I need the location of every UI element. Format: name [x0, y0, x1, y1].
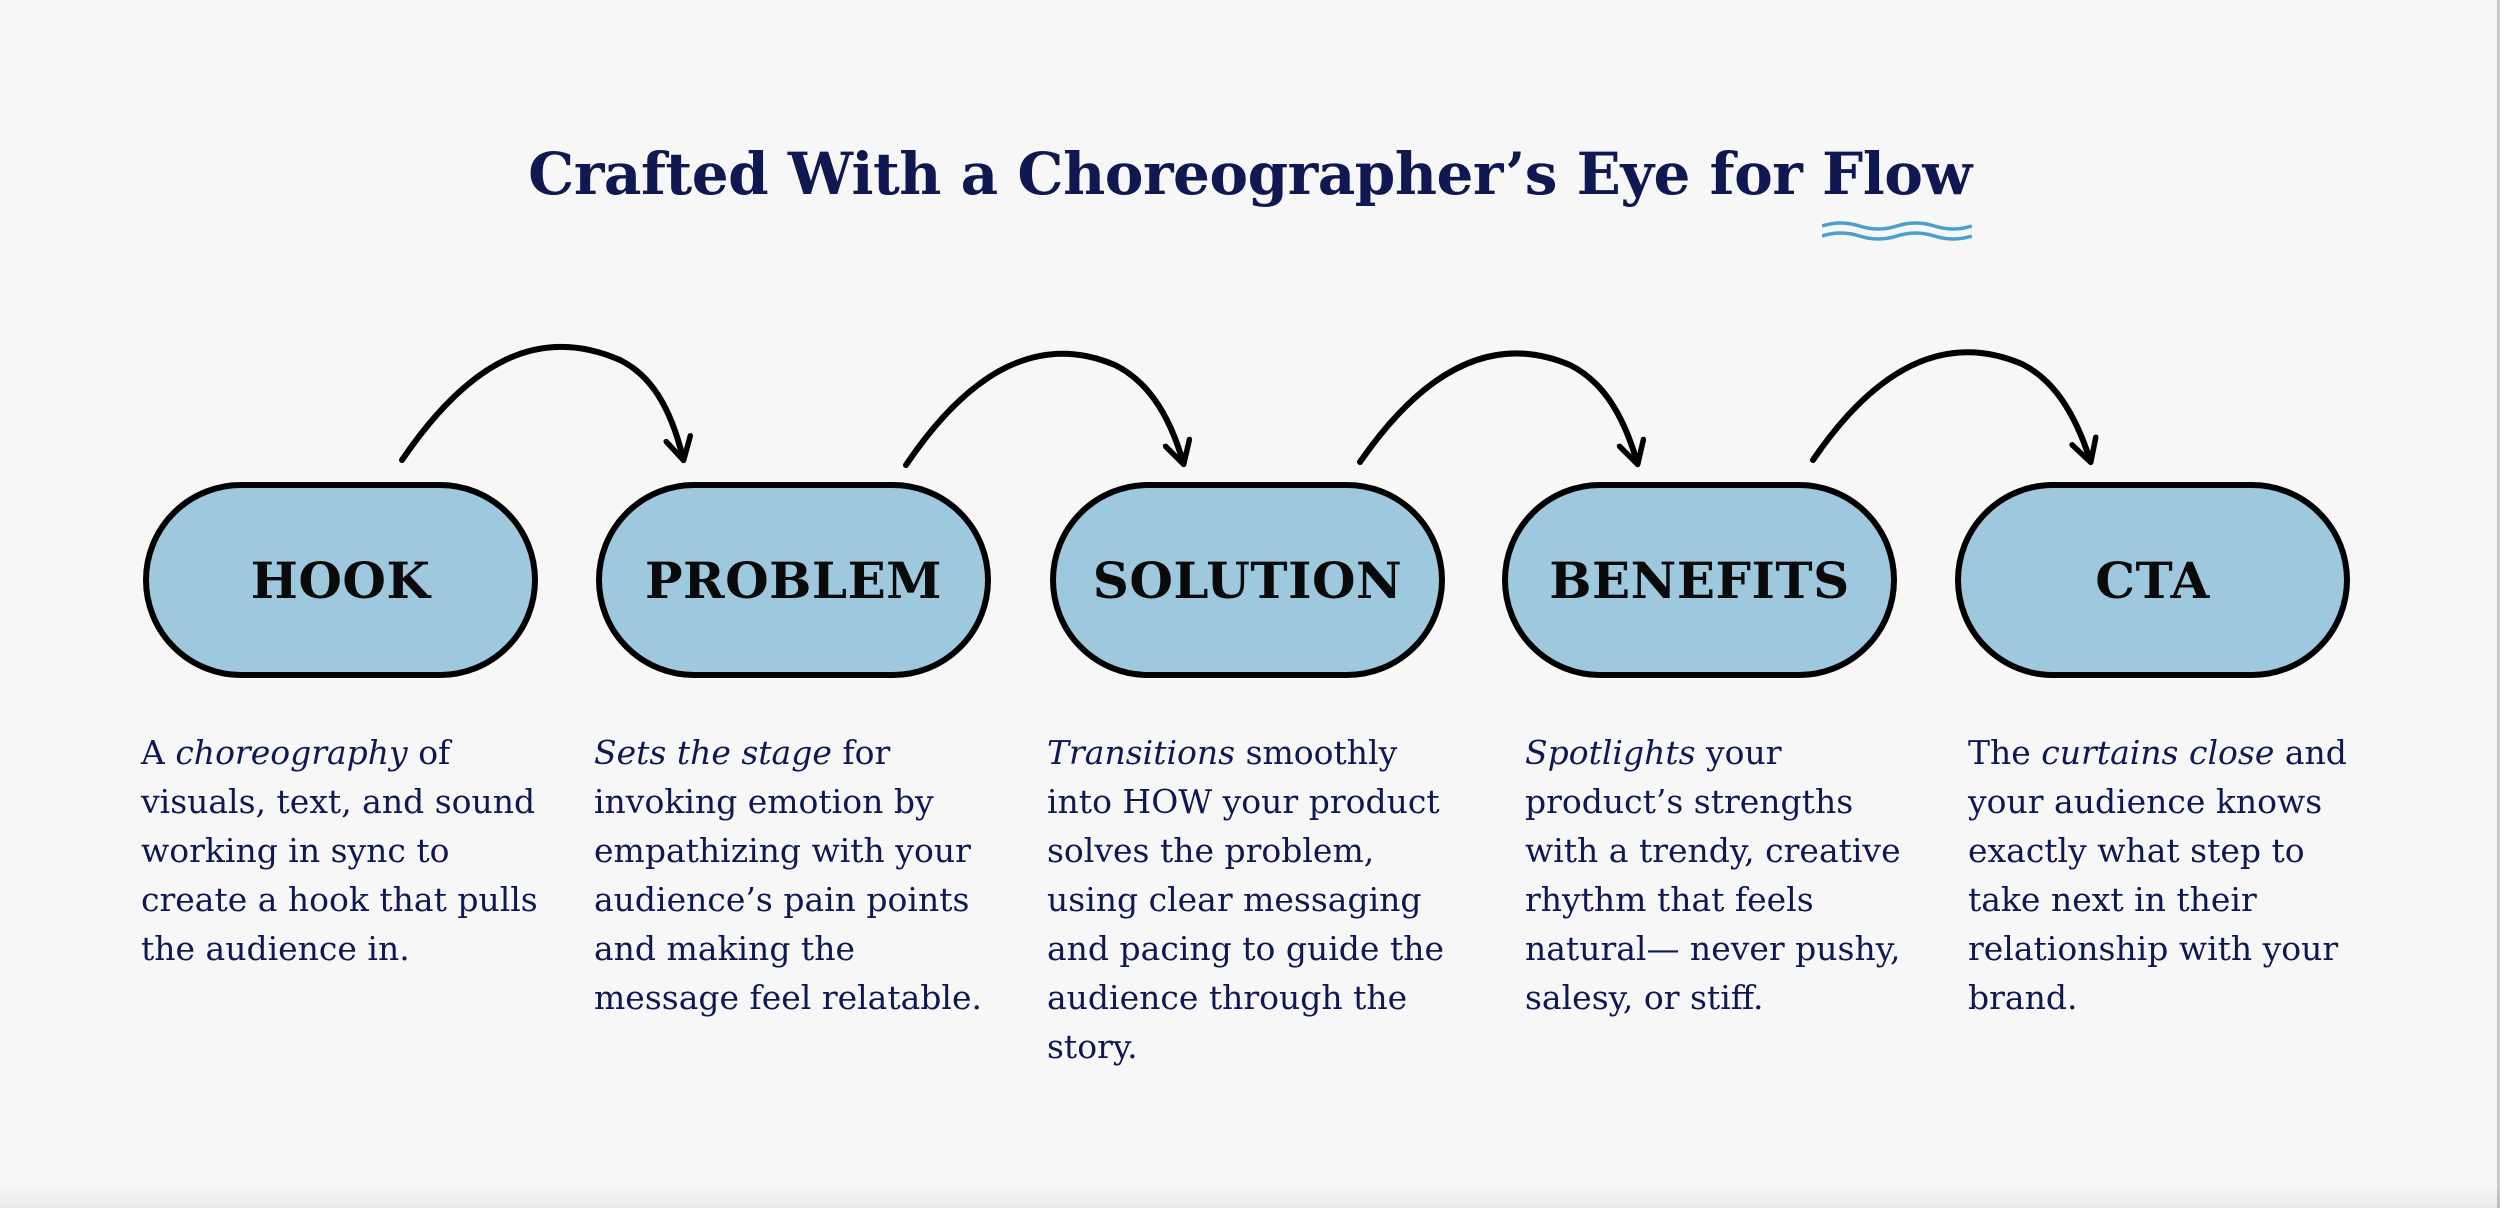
step-description-solution: Transitions smoothly into HOW your produ…: [1047, 728, 1452, 1071]
arrow-problem-to-solution: [903, 350, 1183, 468]
step-description-cta: The curtains close and your audience kno…: [1968, 728, 2368, 1022]
step-pill-benefits: BENEFITS: [1502, 482, 1897, 678]
desc-run-emphasis: choreography: [175, 733, 408, 772]
title-prefix: Crafted With a Choreographer’s Eye for: [528, 140, 1823, 208]
title-highlight: Flow: [1822, 140, 1972, 241]
desc-run-emphasis: Transitions: [1047, 733, 1236, 772]
step-label: CTA: [2095, 550, 2210, 610]
desc-run: your product’s strengths with a trendy, …: [1525, 733, 1901, 1017]
desc-run: of visuals, text, and sound working in s…: [141, 733, 538, 968]
desc-run: smoothly into HOW your product solves th…: [1047, 733, 1444, 1066]
arrow-solution-to-benefits: [1357, 350, 1637, 462]
desc-run: The: [1968, 733, 2042, 772]
desc-run: and your audience knows exactly what ste…: [1968, 733, 2347, 1017]
desc-run-emphasis: Sets the stage: [594, 733, 832, 772]
window-edge: [2497, 0, 2500, 1208]
desc-run: for invoking emotion by empathizing with…: [594, 733, 982, 1017]
step-pill-cta: CTA: [1955, 482, 2350, 678]
wave-underline-icon: [1822, 221, 1972, 241]
step-description-hook: A choreography of visuals, text, and sou…: [141, 728, 546, 973]
step-pill-solution: SOLUTION: [1050, 482, 1445, 678]
step-label: PROBLEM: [644, 550, 943, 610]
desc-run: A: [141, 733, 176, 772]
desc-run-emphasis: curtains close: [2041, 733, 2275, 772]
step-pill-hook: HOOK: [143, 482, 538, 678]
step-pill-problem: PROBLEM: [596, 482, 991, 678]
step-description-benefits: Spotlights your product’s strengths with…: [1525, 728, 1920, 1022]
arrow-hook-to-problem: [399, 343, 683, 460]
arrow-benefits-to-cta: [1810, 349, 2090, 460]
bottom-shadow: [0, 1186, 2500, 1208]
page-title: Crafted With a Choreographer’s Eye for F…: [0, 140, 2500, 241]
desc-run-emphasis: Spotlights: [1525, 733, 1696, 772]
step-label: SOLUTION: [1092, 550, 1403, 610]
title-highlight-text: Flow: [1822, 140, 1972, 208]
step-label: HOOK: [250, 550, 431, 610]
step-description-problem: Sets the stage for invoking emotion by e…: [594, 728, 1004, 1022]
step-label: BENEFITS: [1549, 550, 1850, 610]
